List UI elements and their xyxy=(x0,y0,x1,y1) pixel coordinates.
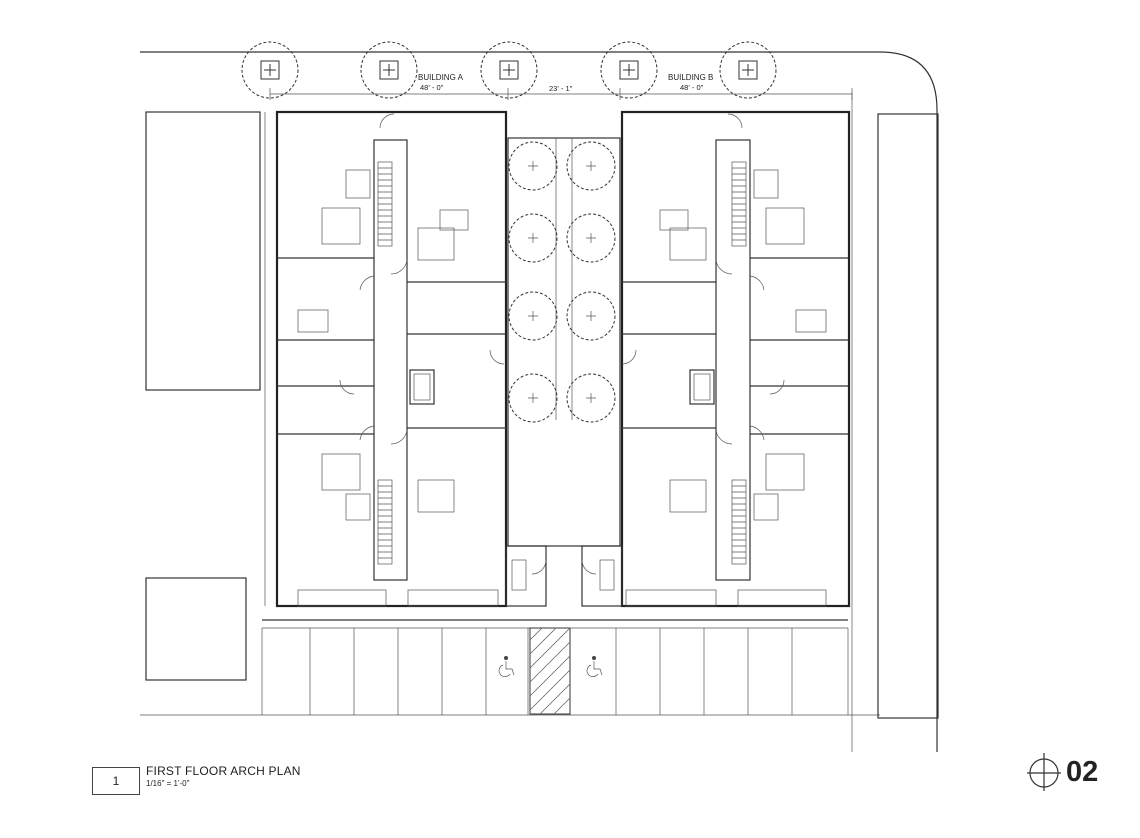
street-tree-icon xyxy=(360,41,418,99)
stair-north xyxy=(377,161,393,247)
stair-south xyxy=(377,479,393,565)
street-tree-icon xyxy=(480,41,538,99)
drawing-title-group: FIRST FLOOR ARCH PLAN 1/16" = 1'-0" xyxy=(146,764,301,788)
elevator xyxy=(689,369,715,405)
elevator xyxy=(409,369,435,405)
building-a-width: 48' - 0" xyxy=(420,83,444,92)
stair-north xyxy=(731,161,747,247)
street-tree-icon xyxy=(719,41,777,99)
adjacent-building-east xyxy=(877,113,939,719)
adjacent-building-southwest xyxy=(145,577,247,681)
courtyard-tree-icon xyxy=(508,373,558,423)
building-b xyxy=(620,110,851,608)
north-arrow-icon xyxy=(1027,753,1061,791)
street-tree-icon xyxy=(600,41,658,99)
courtyard-width: 23' - 1" xyxy=(549,84,573,93)
sheet-number: 02 xyxy=(1066,756,1099,788)
site-boundary xyxy=(140,51,938,752)
building-a-label: BUILDING A xyxy=(418,73,464,82)
courtyard-tree-icon xyxy=(566,141,616,191)
accessible-aisle xyxy=(529,627,571,715)
street-trees xyxy=(241,41,777,99)
adjacent-building-west xyxy=(145,111,261,391)
courtyard-tree-icon xyxy=(508,291,558,341)
drawing-title: FIRST FLOOR ARCH PLAN xyxy=(146,764,301,778)
courtyard-tree-icon xyxy=(566,373,616,423)
building-a xyxy=(264,110,508,608)
building-b-label: BUILDING B xyxy=(668,73,713,82)
courtyard-tree-icon xyxy=(508,213,558,263)
courtyard xyxy=(505,137,623,607)
courtyard-tree-icon xyxy=(566,291,616,341)
building-b-width: 48' - 0" xyxy=(680,83,704,92)
stair-south xyxy=(731,479,747,565)
parking-lot xyxy=(261,619,849,715)
dimension-line xyxy=(269,88,853,100)
drawing-scale: 1/16" = 1'-0" xyxy=(146,779,190,788)
courtyard-tree-icon xyxy=(566,213,616,263)
drawing-number: 1 xyxy=(92,767,140,795)
street-tree-icon xyxy=(241,41,299,99)
courtyard-tree-icon xyxy=(508,141,558,191)
accessible-parking-icon xyxy=(498,656,515,677)
accessible-parking-icon xyxy=(586,656,603,677)
